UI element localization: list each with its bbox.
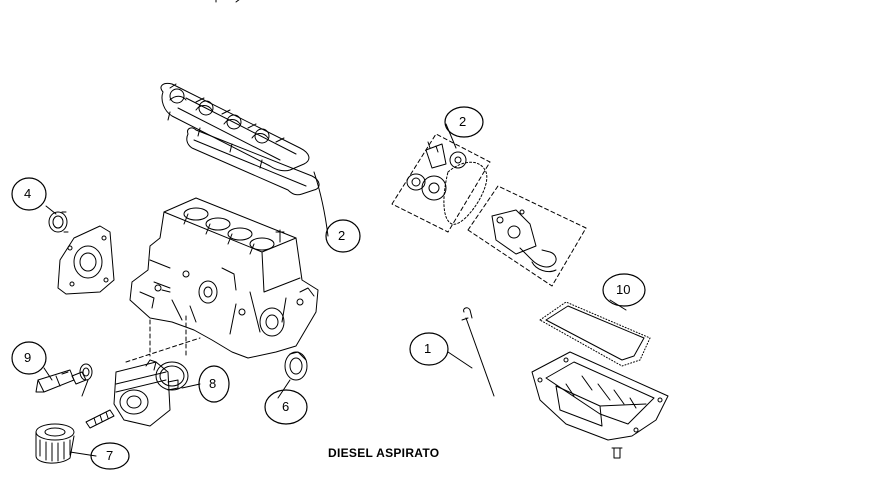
rear-seal-drawing [48,211,115,295]
cropped-fragment [215,0,240,3]
callout-label-2-timing: 2 [459,114,467,129]
oil-filter-cooler-drawing [35,351,308,464]
callout-label-10: 10 [616,282,631,297]
callout-label-6: 6 [282,399,290,414]
leader-lines [43,123,627,457]
callout-circle [264,389,308,425]
engine-block-drawing [129,197,319,359]
callout-label-4: 4 [24,186,32,201]
callout-circles [11,106,646,470]
callout-circle [325,219,361,253]
callout-circle [602,273,646,307]
callout-label-7: 7 [106,448,114,463]
callout-label-1: 1 [424,341,432,356]
dipstick-drawing [461,307,495,397]
timing-chain-pump-drawing [391,133,587,287]
callout-circle [409,332,449,366]
callout-label-2-cover: 2 [338,228,346,243]
callout-label-9: 9 [24,350,32,365]
callout-circle [444,106,484,138]
callout-label-8: 8 [209,376,217,391]
callout-circle [90,442,130,470]
oil-pan-drawing [531,301,669,459]
callout-circle [11,177,47,211]
diagram-caption: DIESEL ASPIRATO [328,446,440,460]
callout-circle [198,365,230,403]
camshaft-cover-drawing [160,83,320,196]
callout-circle [11,341,47,375]
